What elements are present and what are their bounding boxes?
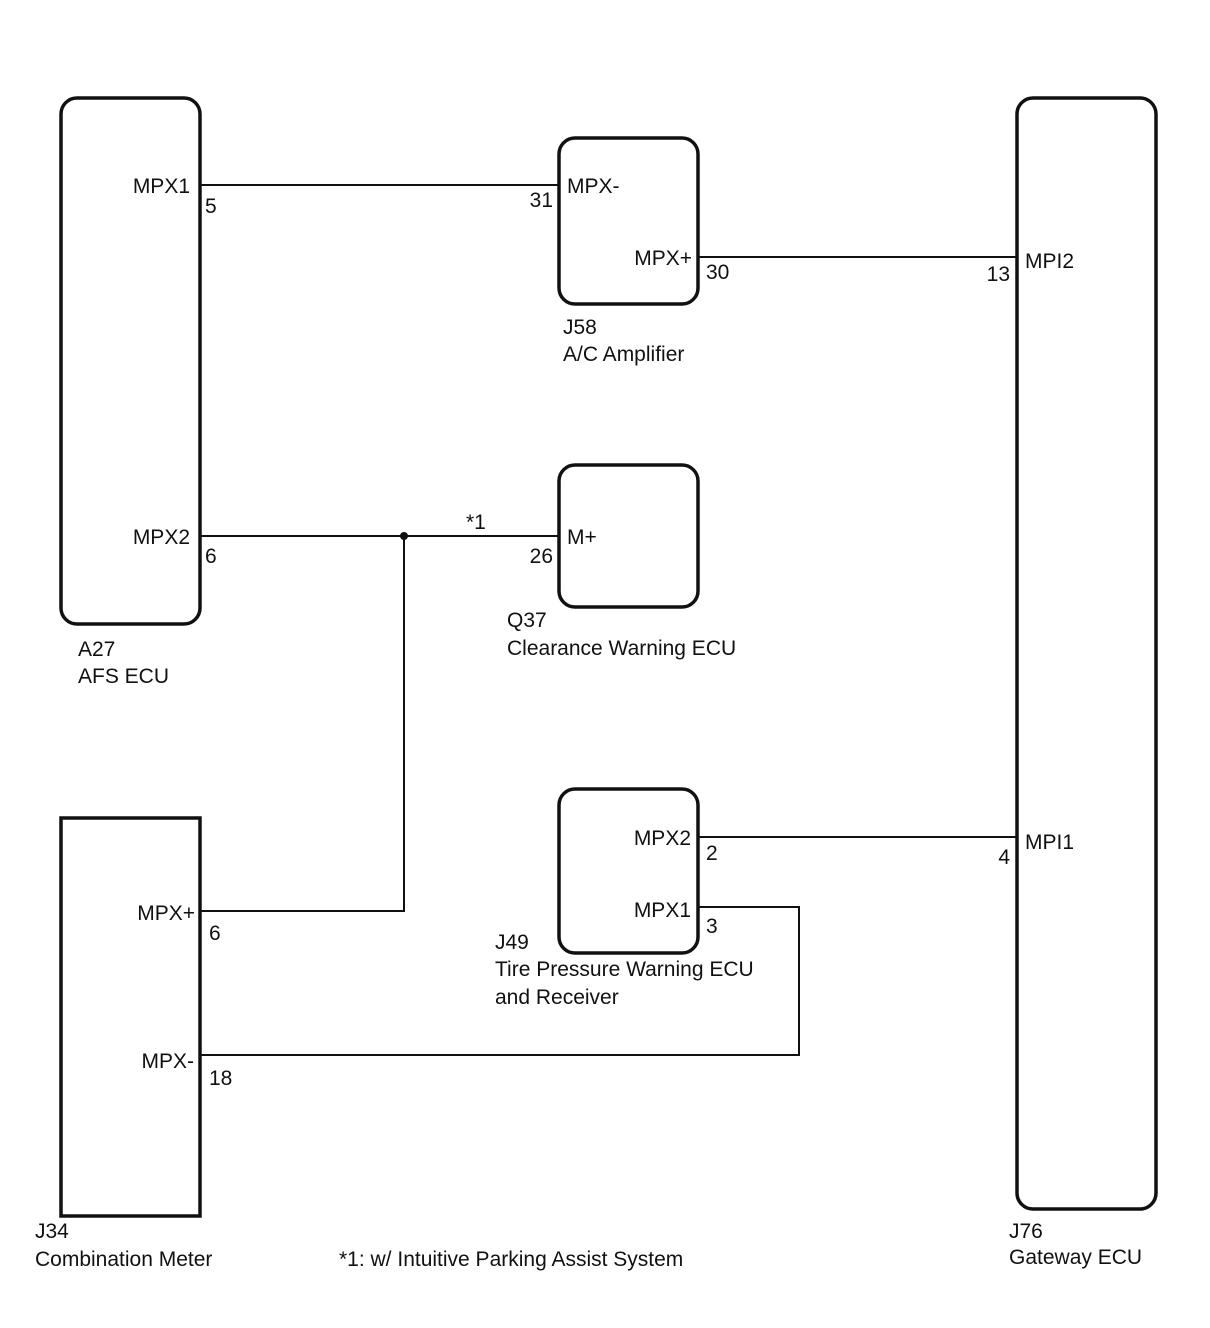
gw-mpi2-pin: 13 — [987, 263, 1010, 286]
cm-mpx-plus-pin: 6 — [209, 922, 221, 945]
wire-note-marker: *1 — [466, 511, 486, 534]
ac-amplifier-code: J58 — [563, 316, 597, 339]
wire-splice-to-meter-mpx-plus — [200, 536, 405, 912]
gateway-ecu-box — [1015, 96, 1158, 1211]
gw-mpi1-label: MPI1 — [1025, 831, 1074, 854]
ac-amplifier-box — [557, 136, 700, 306]
tire-pressure-ecu-code: J49 — [495, 931, 529, 954]
clearance-warning-ecu-name: Clearance Warning ECU — [507, 637, 736, 660]
clearance-warning-ecu-code: Q37 — [507, 609, 547, 632]
afs-mpx2-label: MPX2 — [133, 526, 190, 549]
combination-meter-name: Combination Meter — [35, 1248, 212, 1271]
afs-ecu-box — [59, 96, 202, 626]
afs-ecu-name: AFS ECU — [78, 665, 169, 688]
afs-mpx2-pin: 6 — [205, 545, 217, 568]
splice-point — [400, 532, 408, 540]
gw-mpi1-pin: 4 — [998, 846, 1010, 869]
ac-amplifier-name: A/C Amplifier — [563, 343, 684, 366]
tp-mpx2-label: MPX2 — [634, 827, 691, 850]
ac-mpx-minus-label: MPX- — [567, 175, 620, 198]
tire-pressure-ecu-box — [557, 787, 700, 955]
ac-mpx-plus-pin: 30 — [706, 261, 729, 284]
afs-mpx1-pin: 5 — [205, 195, 217, 218]
combination-meter-code: J34 — [35, 1220, 69, 1243]
cm-mpx-plus-label: MPX+ — [137, 902, 195, 925]
afs-mpx1-label: MPX1 — [133, 175, 190, 198]
ac-mpx-plus-label: MPX+ — [634, 247, 692, 270]
gateway-ecu-name: Gateway ECU — [1009, 1246, 1142, 1269]
tire-pressure-ecu-name-line2: and Receiver — [495, 986, 619, 1009]
afs-ecu-code: A27 — [78, 638, 115, 661]
gw-mpi2-label: MPI2 — [1025, 250, 1074, 273]
footnote: *1: w/ Intuitive Parking Assist System — [339, 1248, 683, 1271]
tp-mpx1-label: MPX1 — [634, 899, 691, 922]
cm-mpx-minus-pin: 18 — [209, 1067, 232, 1090]
cm-mpx-minus-label: MPX- — [142, 1050, 195, 1073]
combination-meter-box — [59, 816, 202, 1218]
tp-mpx2-pin: 2 — [706, 842, 718, 865]
tire-pressure-ecu-name-line1: Tire Pressure Warning ECU — [495, 958, 754, 981]
ac-mpx-minus-pin: 31 — [530, 189, 553, 212]
gateway-ecu-code: J76 — [1009, 1220, 1043, 1243]
wire-tire-mpx1-to-meter-mpx-minus — [200, 906, 800, 1056]
cw-m-plus-label: M+ — [567, 526, 597, 549]
cw-m-plus-pin: 26 — [530, 545, 553, 568]
tp-mpx1-pin: 3 — [706, 915, 718, 938]
